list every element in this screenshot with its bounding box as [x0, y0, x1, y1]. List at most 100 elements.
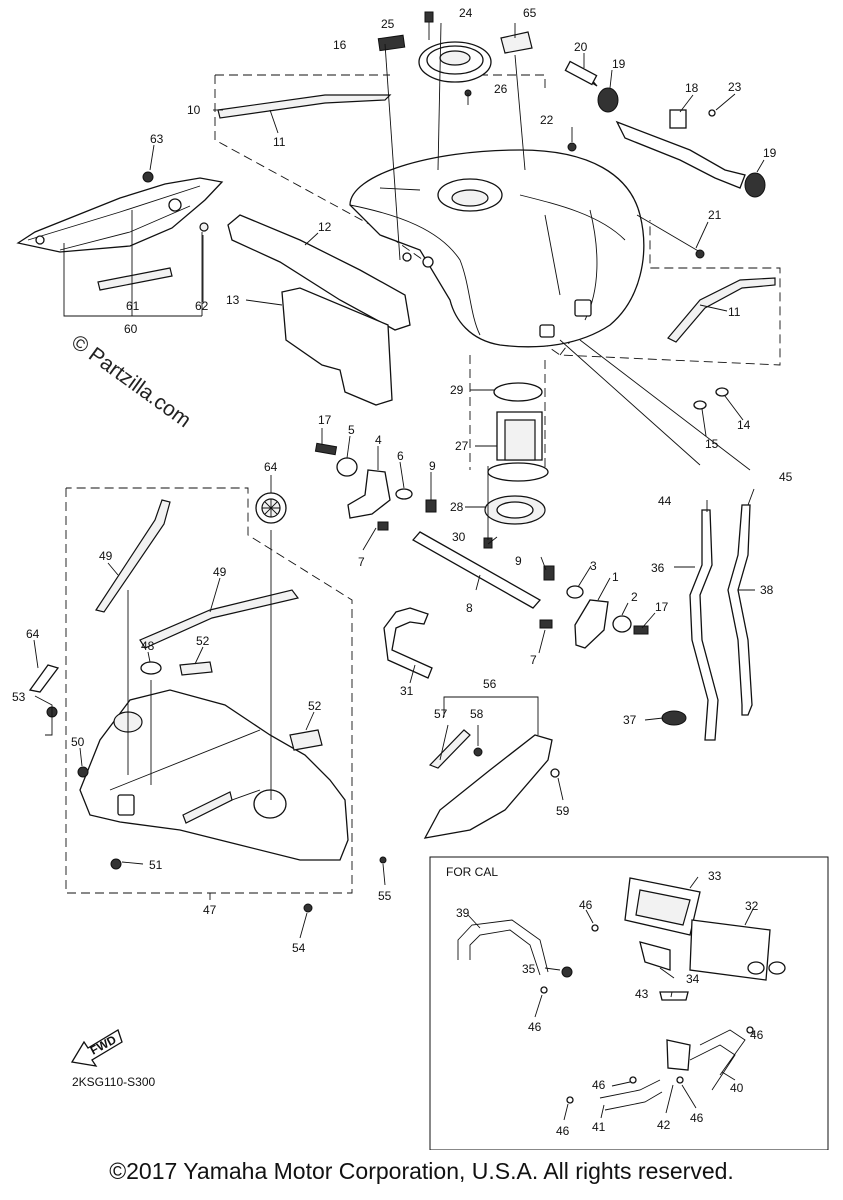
callout-36: 36	[651, 561, 665, 575]
callout-46f: 46	[556, 1124, 570, 1138]
callout-13: 13	[226, 293, 240, 307]
bracket-assembly	[564, 60, 766, 259]
callout-55: 55	[378, 889, 392, 903]
tank-pads	[227, 214, 411, 406]
section-code: 2KSG110-S300	[72, 1075, 155, 1089]
callout-42: 42	[657, 1118, 671, 1132]
callout-38: 38	[760, 583, 774, 597]
callout-9b: 9	[515, 554, 522, 568]
callout-49a: 49	[99, 549, 113, 563]
callout-37: 37	[623, 713, 637, 727]
for-cal-box	[429, 856, 829, 1150]
callout-17a: 17	[318, 413, 332, 427]
callout-8: 8	[466, 601, 473, 615]
callout-47: 47	[203, 903, 217, 917]
partzilla-watermark: © Partzilla.com	[67, 330, 195, 432]
callout-46a: 46	[579, 898, 593, 912]
callout-53: 53	[12, 690, 26, 704]
callout-30: 30	[452, 530, 466, 544]
breather-hoses	[559, 339, 753, 741]
fuel-pump-assembly	[483, 382, 549, 549]
callout-61: 61	[126, 299, 140, 313]
callout-18: 18	[685, 81, 699, 95]
callout-32: 32	[745, 899, 759, 913]
yamaha-emblem	[28, 492, 287, 693]
callout-56: 56	[483, 677, 497, 691]
fuel-pipe	[383, 607, 433, 679]
small-grommets	[693, 387, 729, 410]
callout-9a: 9	[429, 459, 436, 473]
callout-4: 4	[375, 433, 382, 447]
assembly-outline-47	[65, 487, 353, 894]
for-cal-label: FOR CAL	[446, 865, 498, 879]
callout-2: 2	[631, 590, 638, 604]
assembly-outline-fuel-pump	[469, 355, 546, 470]
callout-14: 14	[737, 418, 751, 432]
callout-27: 27	[455, 439, 469, 453]
copyright-notice: ©2017 Yamaha Motor Corporation, U.S.A. A…	[109, 1158, 734, 1184]
callout-21: 21	[708, 208, 722, 222]
callout-17b: 17	[655, 600, 669, 614]
callout-15: 15	[705, 437, 719, 451]
callout-59: 59	[556, 804, 570, 818]
callout-46b: 46	[528, 1020, 542, 1034]
callout-labels: 1 2 3 4 5 6 7 7 8 9 9 10 11 11 12 13 14 …	[12, 6, 793, 1138]
callout-26: 26	[494, 82, 508, 96]
callout-33: 33	[708, 869, 722, 883]
callout-7b: 7	[530, 653, 537, 667]
mounting-rod-assembly	[314, 442, 649, 649]
callout-35: 35	[522, 962, 536, 976]
callout-46e: 46	[690, 1111, 704, 1125]
callout-52a: 52	[196, 634, 210, 648]
callout-51: 51	[149, 858, 163, 872]
callout-60: 60	[124, 322, 138, 336]
callout-65: 65	[523, 6, 537, 20]
callout-40: 40	[730, 1081, 744, 1095]
callout-25: 25	[381, 17, 395, 31]
callout-45: 45	[779, 470, 793, 484]
callout-34: 34	[686, 972, 700, 986]
callout-43: 43	[635, 987, 649, 1001]
callout-19a: 19	[612, 57, 626, 71]
tank-cover-47	[46, 499, 387, 913]
callout-64a: 64	[264, 460, 278, 474]
callout-44: 44	[658, 494, 672, 508]
callout-63: 63	[150, 132, 164, 146]
callout-57: 57	[434, 707, 448, 721]
callout-64b: 64	[26, 627, 40, 641]
fuel-tank-exploded-diagram: FWD © Partzilla.com	[12, 6, 829, 1150]
callout-28: 28	[450, 500, 464, 514]
side-cover-assembly	[16, 171, 224, 317]
callout-16: 16	[333, 38, 347, 52]
callout-6: 6	[397, 449, 404, 463]
callout-58: 58	[470, 707, 484, 721]
callout-54: 54	[292, 941, 306, 955]
callout-31: 31	[400, 684, 414, 698]
callout-62: 62	[195, 299, 209, 313]
callout-46c: 46	[750, 1028, 764, 1042]
callout-29: 29	[450, 383, 464, 397]
callout-1: 1	[612, 570, 619, 584]
callout-50: 50	[71, 735, 85, 749]
tank-straps	[217, 94, 776, 343]
callout-52b: 52	[308, 699, 322, 713]
callout-19b: 19	[763, 146, 777, 160]
fuel-tank	[349, 149, 645, 348]
fuel-cap-group	[377, 11, 533, 105]
callout-12: 12	[318, 220, 332, 234]
callout-3: 3	[590, 559, 597, 573]
callout-10: 10	[187, 103, 201, 117]
callout-11b: 11	[728, 305, 741, 319]
callout-20: 20	[574, 40, 588, 54]
callout-7a: 7	[358, 555, 365, 569]
callout-24: 24	[459, 6, 473, 20]
callout-22: 22	[540, 113, 554, 127]
callout-46d: 46	[592, 1078, 606, 1092]
callout-48: 48	[141, 639, 155, 653]
callout-11a: 11	[273, 135, 286, 149]
forward-arrow-icon: FWD	[70, 1029, 123, 1067]
leader-lines	[33, 22, 765, 1121]
callout-5: 5	[348, 423, 355, 437]
callout-23: 23	[728, 80, 742, 94]
